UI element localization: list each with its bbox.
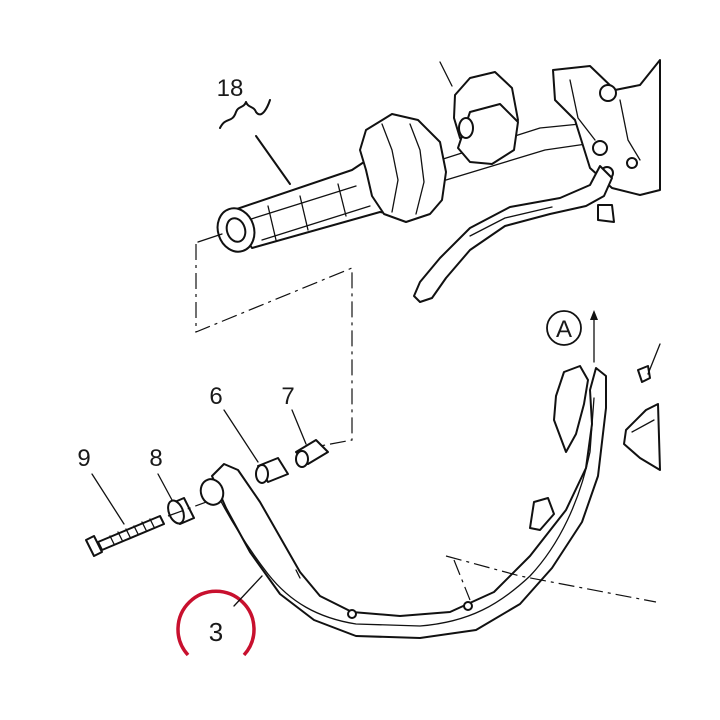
- callout-3: 3: [209, 617, 223, 647]
- lever-assembly: [413, 59, 661, 303]
- bolt-axis-line: [167, 499, 213, 517]
- callout-9: 9: [77, 445, 90, 472]
- view-marker-label: A: [556, 316, 572, 343]
- arrow-up-head: [590, 310, 598, 320]
- screw-small: [637, 343, 661, 383]
- leader-3: [233, 575, 263, 607]
- leader-9: [91, 473, 125, 525]
- highlight-ring: [176, 589, 256, 657]
- reference-line: [445, 555, 657, 603]
- spacer-6: [255, 457, 289, 484]
- hand-guard: [199, 365, 607, 639]
- callout-18: 18: [217, 75, 244, 102]
- throttle-housing: [439, 61, 519, 165]
- callout-8: 8: [149, 445, 162, 472]
- reference-line-drop: [453, 559, 471, 601]
- callout-7: 7: [281, 383, 294, 410]
- bolt-9: [85, 515, 165, 557]
- handlebar-grip: [197, 99, 447, 253]
- view-marker-a: A: [546, 310, 582, 346]
- leader-6: [223, 409, 259, 463]
- callout-6: 6: [209, 383, 222, 410]
- leader-7: [291, 409, 307, 445]
- leader-8: [157, 473, 173, 501]
- highlight-circle: [176, 589, 256, 657]
- spacer-7: [295, 439, 329, 468]
- mount-bracket-right: [623, 403, 661, 471]
- assembly-path-line: [195, 244, 353, 447]
